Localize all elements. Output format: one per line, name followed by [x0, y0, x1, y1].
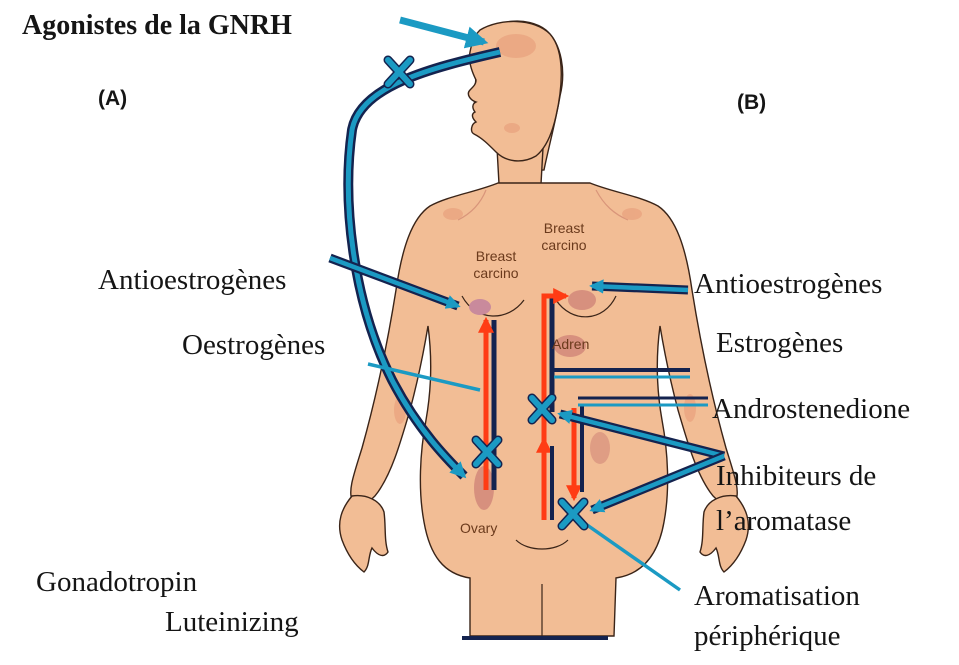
luteinizing-label: Luteinizing	[165, 606, 299, 639]
panel-label-b: (B)	[737, 91, 766, 115]
aromatisation-label-line1: Aromatisation	[694, 580, 860, 613]
panel-label-a: (A)	[98, 87, 127, 111]
antioestrogenes-left-label: Antioestrogènes	[98, 264, 286, 297]
estrogenes-label: Estrogènes	[716, 327, 843, 360]
inhibiteurs-label-line2: l’aromatase	[716, 505, 851, 538]
adrenal-label: Adren	[552, 336, 589, 353]
androstenedione-label: Androstenedione	[712, 393, 910, 426]
kidney-shadow	[590, 432, 610, 464]
diagram-title: Agonistes de la GNRH	[22, 10, 292, 42]
breast-carcino-right-line1: Breast	[532, 220, 596, 237]
breast-carcino-right-label: Breast carcino	[532, 220, 596, 254]
antioestrogenes-right-label: Antioestrogènes	[694, 268, 882, 301]
breast-carcino-left-label: Breast carcino	[466, 248, 526, 282]
inhibiteurs-label-line1: Inhibiteurs de	[716, 460, 876, 493]
breast-tumor-right	[568, 290, 596, 310]
breast-carcino-right-line2: carcino	[532, 237, 596, 254]
gonadotropin-label: Gonadotropin	[36, 566, 197, 599]
breast-carcino-left-line2: carcino	[466, 265, 526, 282]
breast-carcino-left-line1: Breast	[466, 248, 526, 265]
ovary-label: Ovary	[460, 520, 497, 537]
aromatisation-label-line2: périphérique	[694, 620, 841, 653]
left-hand	[340, 496, 388, 572]
oestrogenes-label: Oestrogènes	[182, 329, 325, 362]
gnrh-pointer-arrow	[400, 20, 484, 42]
breast-tumor-left	[469, 299, 491, 315]
